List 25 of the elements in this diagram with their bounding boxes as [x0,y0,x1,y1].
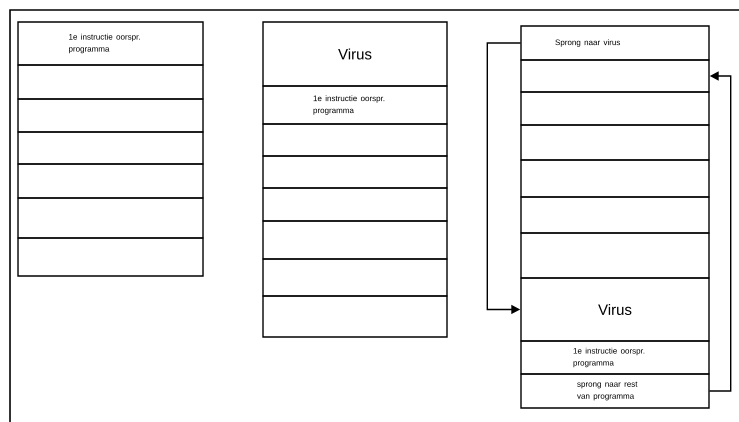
memory-cell [262,187,448,222]
memory-cell [520,232,710,279]
memory-cell [17,131,204,165]
memory-cell: sprong naar rest van programma [520,373,710,409]
memory-cell [262,155,448,189]
memory-cell [520,159,710,198]
memory-cell [520,91,710,126]
memory-cell: Virus [262,21,448,87]
memory-cell [17,197,204,239]
memory-cell [262,123,448,157]
memory-cell [520,196,710,234]
memory-cell: 1e instructie oorspr. programma [520,340,710,375]
memory-cell [520,59,710,93]
memory-cell: 1e instructie oorspr. programma [17,21,204,66]
memory-cell [520,124,710,161]
memory-cell [17,237,204,277]
memory-cell [17,98,204,133]
memory-cell: 1e instructie oorspr. programma [262,85,448,125]
memory-cell [17,64,204,100]
memory-cell [17,163,204,199]
memory-cell [262,295,448,338]
memory-cell [262,258,448,297]
memory-cell: Sprong naar virus [520,25,710,61]
memory-cell: Virus [520,277,710,342]
memory-cell [262,220,448,260]
